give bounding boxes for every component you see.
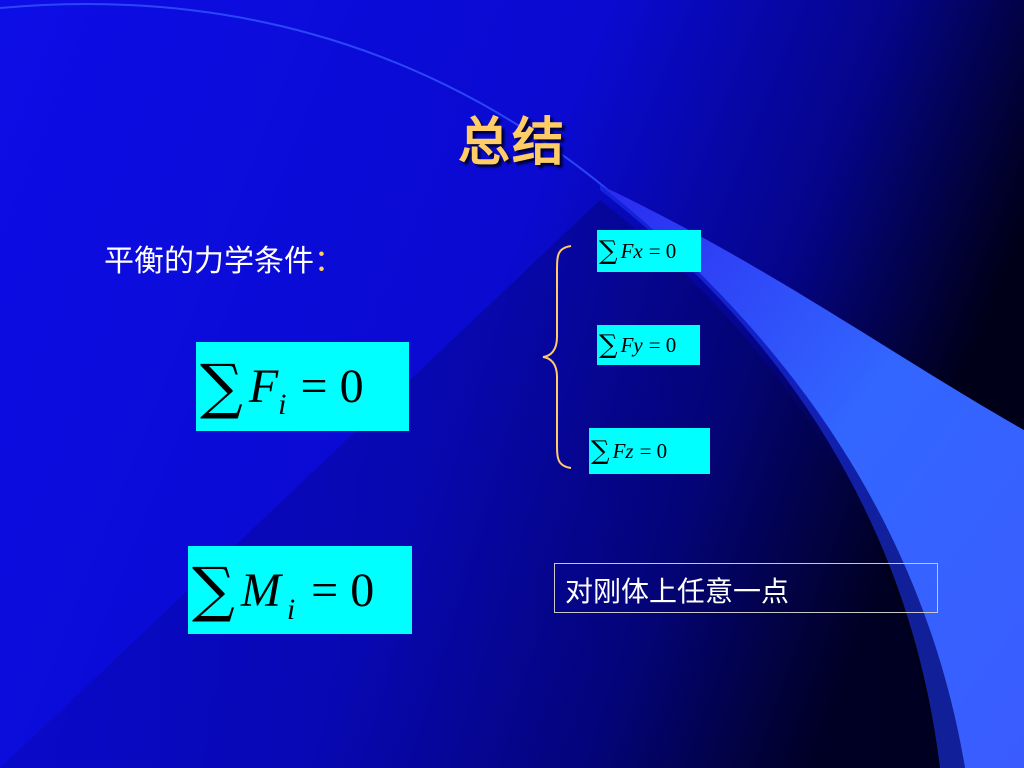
rigid-body-note: 对刚体上任意一点 <box>554 563 938 613</box>
subtitle-text: 平衡的力学条件 <box>104 244 314 279</box>
curly-brace <box>542 245 572 469</box>
sigma-symbol: ∑ <box>200 351 243 422</box>
sigma-symbol: ∑ <box>599 330 618 360</box>
formula-variable: F <box>248 360 279 413</box>
fz-sum-formula: ∑ Fz = 0 <box>589 428 710 474</box>
subtitle-colon: ： <box>314 244 344 279</box>
formula-subscript: i <box>286 593 296 626</box>
slide-title: 总结 <box>457 113 566 173</box>
sigma-symbol: ∑ <box>599 236 618 266</box>
fx-sum-formula: ∑ Fx = 0 <box>597 230 701 272</box>
formula-equals-zero: = 0 <box>648 238 677 263</box>
formula-variable: Fx <box>620 238 643 263</box>
formula-equals-zero: = 0 <box>300 360 364 413</box>
formula-variable: M <box>240 563 281 617</box>
formula-subscript: i <box>278 387 287 421</box>
sigma-symbol: ∑ <box>591 436 610 466</box>
sigma-symbol: ∑ <box>192 555 235 625</box>
formula-equals-zero: = 0 <box>311 563 375 617</box>
fy-sum-formula: ∑ Fy = 0 <box>597 325 700 365</box>
formula-variable: Fy <box>620 332 643 357</box>
force-sum-formula: ∑ F i = 0 <box>196 342 409 431</box>
formula-variable: Fz <box>612 438 634 463</box>
moment-sum-formula: ∑ M i = 0 <box>188 546 412 634</box>
formula-equals-zero: = 0 <box>639 438 668 463</box>
formula-equals-zero: = 0 <box>648 332 677 357</box>
equilibrium-conditions-label: 平衡的力学条件： <box>104 236 344 280</box>
